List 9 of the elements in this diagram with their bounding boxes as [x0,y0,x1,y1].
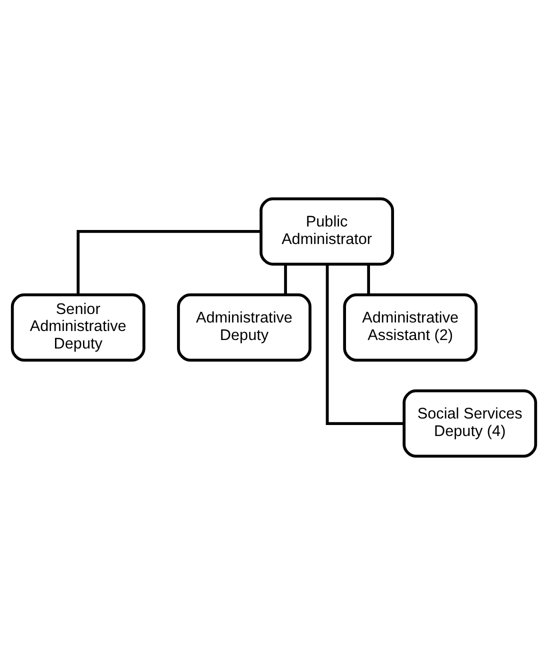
connector [326,264,404,424]
connector [76,230,261,294]
connector [367,264,370,294]
node-box: Administrative Deputy [177,292,312,362]
node-box: Senior Administrative Deputy [10,292,146,362]
node-box: Social Services Deputy (4) [402,388,538,458]
connector [284,264,287,294]
node-box: Administrative Assistant (2) [343,292,478,362]
node-box: Public Administrator [260,196,394,266]
